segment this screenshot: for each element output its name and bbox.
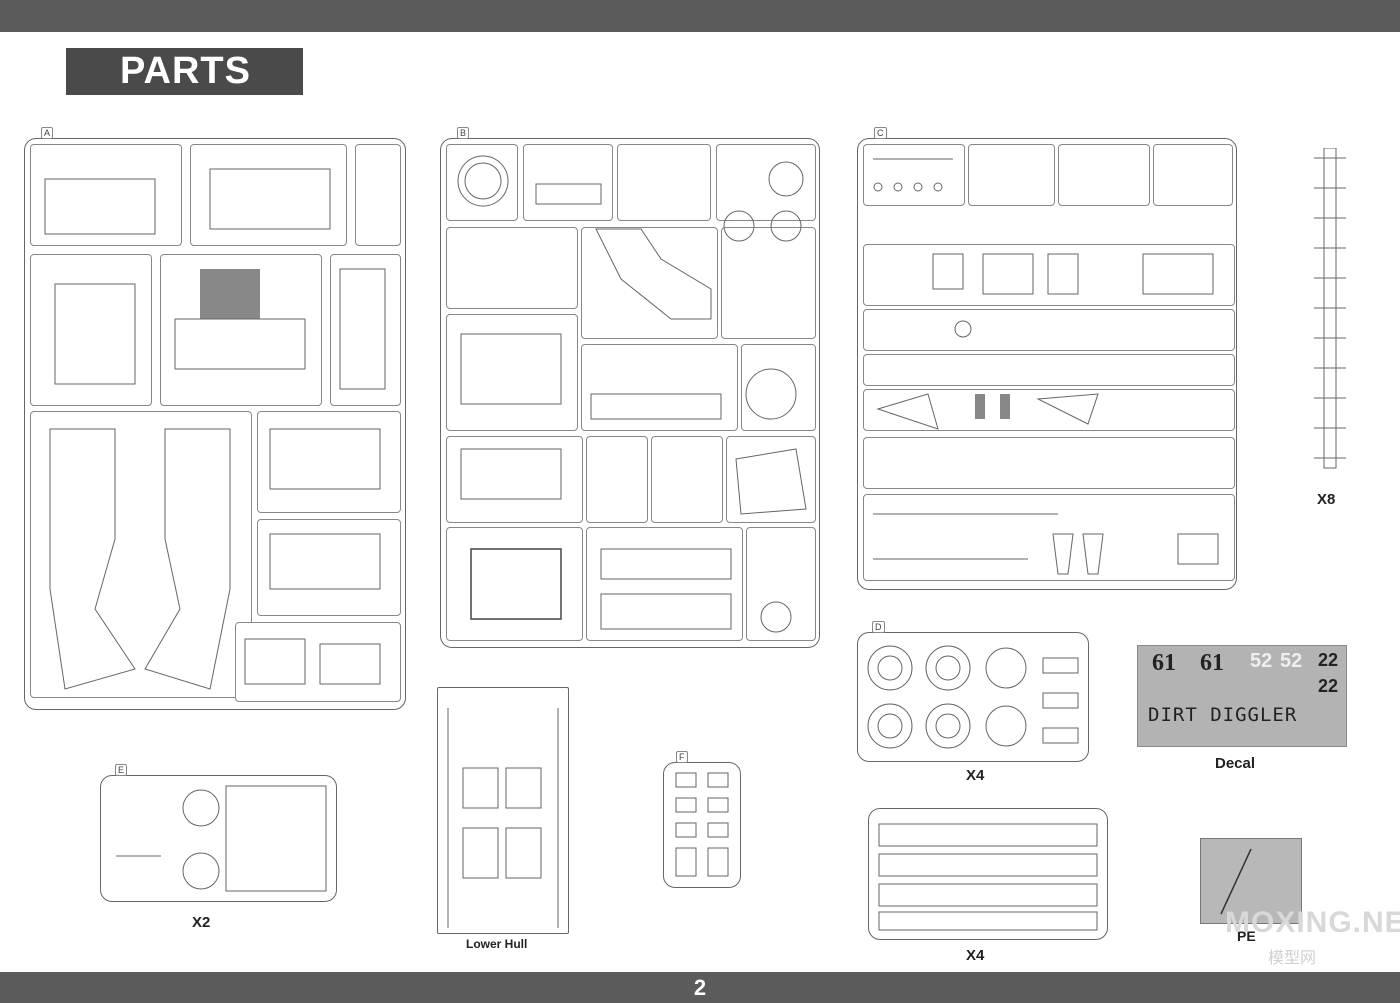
- part-drawing: [44, 168, 386, 690]
- track-links: [1314, 148, 1346, 469]
- decal-sheet: 61 61 52 52 22 22 DIRT DIGGLER: [1137, 645, 1347, 747]
- sprue-c: C: [857, 127, 1237, 590]
- part-drawing: [675, 772, 729, 877]
- part-cell: [863, 437, 1235, 489]
- part-drawing: [116, 785, 327, 892]
- watermark: MOXING.NET: [1225, 906, 1400, 939]
- sprue-f: F: [663, 751, 741, 888]
- lower-hull-label: Lower Hull: [466, 937, 528, 951]
- part-drawing: [447, 708, 559, 928]
- part-cell: [863, 144, 965, 206]
- part-cell: [1153, 144, 1233, 206]
- decal-number: 22: [1318, 676, 1339, 696]
- part-cell: [863, 354, 1235, 386]
- bottom-bar: 2: [0, 972, 1400, 1003]
- decal-number: 22: [1318, 650, 1339, 670]
- part-cell: [716, 144, 816, 221]
- part-cell: [617, 144, 711, 221]
- part-cell: [746, 527, 816, 641]
- sprue-letter: D: [872, 621, 885, 633]
- part-cell: [863, 494, 1235, 581]
- part-cell: [1058, 144, 1150, 206]
- tracks-quantity: X8: [1317, 491, 1336, 508]
- part-cell: [257, 411, 401, 513]
- pe-label: PE: [1237, 928, 1256, 944]
- sprue-d: D: [857, 621, 1089, 762]
- part-drawing: [878, 823, 1098, 931]
- part-cell: [523, 144, 613, 221]
- part-cell: [651, 436, 723, 523]
- part-cell: [741, 344, 816, 431]
- part-drawing: [1220, 848, 1252, 915]
- part-drawing: [867, 645, 1079, 749]
- part-cell: [968, 144, 1055, 206]
- part-drawing: [873, 158, 1219, 575]
- part-cell: [257, 519, 401, 616]
- sprue-a: A: [24, 127, 406, 710]
- part-cell: [30, 411, 252, 698]
- part-cell: [235, 622, 401, 702]
- sprue-letter: A: [41, 127, 54, 139]
- top-bar: [0, 0, 1400, 32]
- part-cell: [586, 527, 743, 641]
- part-cell: [446, 436, 583, 523]
- decal-number: 61: [1200, 650, 1224, 676]
- sprue-e: E: [100, 764, 337, 902]
- decal-number: 52: [1280, 650, 1303, 672]
- sprue-d-quantity: X4: [966, 767, 985, 784]
- decal-text: DIRT DIGGLER: [1148, 704, 1298, 726]
- part-cell: [30, 144, 182, 246]
- track-pads-quantity: X4: [966, 947, 985, 964]
- part-cell: [863, 389, 1235, 431]
- sprue-b: B: [440, 127, 820, 648]
- page-title: PARTS: [66, 48, 303, 95]
- sprue-e-quantity: X2: [192, 914, 211, 931]
- part-cell: [586, 436, 648, 523]
- decal-label: Decal: [1215, 755, 1256, 772]
- track-pads-sprue: [868, 808, 1108, 940]
- part-cell: [863, 309, 1235, 351]
- part-cell: [581, 344, 738, 431]
- sprue-letter: F: [676, 751, 688, 763]
- sprue-letter: C: [874, 127, 887, 139]
- sprue-letter: B: [457, 127, 470, 139]
- part-cell: [330, 254, 401, 406]
- part-cell: [446, 527, 583, 641]
- part-drawing: [457, 155, 807, 633]
- decal-number: 61: [1152, 650, 1176, 676]
- part-cell: [30, 254, 152, 406]
- sprue-letter: E: [115, 764, 128, 776]
- part-cell: [355, 144, 401, 246]
- page-number: 2: [693, 974, 707, 1000]
- decal-number: 52: [1250, 650, 1273, 672]
- watermark-sub: 模型网: [1268, 950, 1317, 967]
- part-cell: [721, 227, 816, 339]
- photo-etch-sheet: [1200, 838, 1302, 924]
- lower-hull: [437, 687, 569, 934]
- part-cell: [446, 227, 578, 309]
